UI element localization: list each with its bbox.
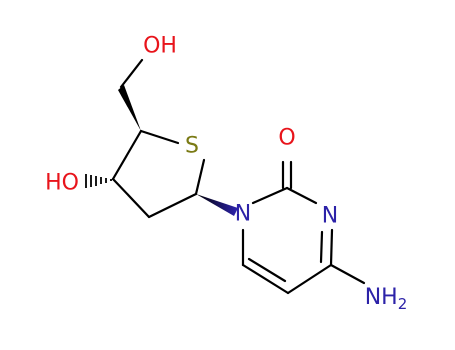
atom-label-n3: N bbox=[322, 204, 338, 229]
bond-c4-s bbox=[139, 129, 180, 145]
bond-c4-c5 bbox=[286, 263, 333, 295]
bond-c4-nh2 bbox=[329, 263, 366, 285]
atom-label-oh-top: OH bbox=[143, 34, 177, 59]
bond-c3-c4 bbox=[111, 129, 143, 181]
bond-s-c1 bbox=[194, 158, 206, 196]
bond-c5-c6 bbox=[241, 263, 290, 295]
atom-label-n1: N bbox=[235, 202, 251, 227]
bond-c2-c3 bbox=[111, 177, 151, 219]
bond-c5-c6-double bbox=[247, 257, 287, 283]
atom-label-ho-left: HO bbox=[45, 171, 79, 196]
amino-main: NH bbox=[365, 285, 398, 310]
bond-ch2-oh bbox=[119, 58, 144, 89]
bond-c1-c2 bbox=[147, 192, 198, 219]
bond-n3-c4-double bbox=[319, 230, 324, 264]
atom-label-sulfur: S bbox=[185, 134, 199, 159]
bond-n1-c2 bbox=[251, 186, 289, 205]
wedge-bond-c4-ch2 bbox=[118, 85, 141, 131]
atom-label-amino: NH2 bbox=[365, 285, 408, 314]
hashed-bond-c3-ho bbox=[85, 174, 112, 188]
bond-c2-n3 bbox=[285, 186, 318, 205]
atom-label-carbonyl-oxygen: O bbox=[278, 126, 295, 151]
bond-n3-c4 bbox=[329, 228, 334, 267]
amino-subscript: 2 bbox=[398, 295, 408, 313]
wedge-bond-c1-n1 bbox=[196, 194, 238, 216]
